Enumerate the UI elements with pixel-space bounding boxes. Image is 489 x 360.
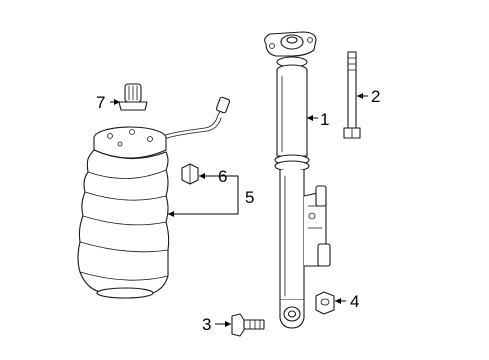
spring-nut-part[interactable]	[181, 163, 199, 185]
air-spring-part[interactable]	[77, 96, 231, 299]
upper-bolt-part[interactable]	[343, 51, 361, 139]
callout-1: 1	[320, 110, 329, 129]
callout-4: 4	[350, 292, 359, 311]
callout-5: 5	[245, 188, 254, 207]
callout-6: 6	[218, 167, 227, 186]
callout-3: 3	[202, 315, 211, 334]
valve-cap-part[interactable]	[118, 83, 148, 111]
leader-lines	[110, 93, 368, 327]
callout-7: 7	[96, 93, 105, 112]
lower-bolt-part[interactable]	[231, 313, 265, 337]
callout-2: 2	[371, 87, 380, 106]
shock-absorber-part[interactable]	[264, 31, 331, 329]
nut-part[interactable]	[315, 291, 335, 315]
